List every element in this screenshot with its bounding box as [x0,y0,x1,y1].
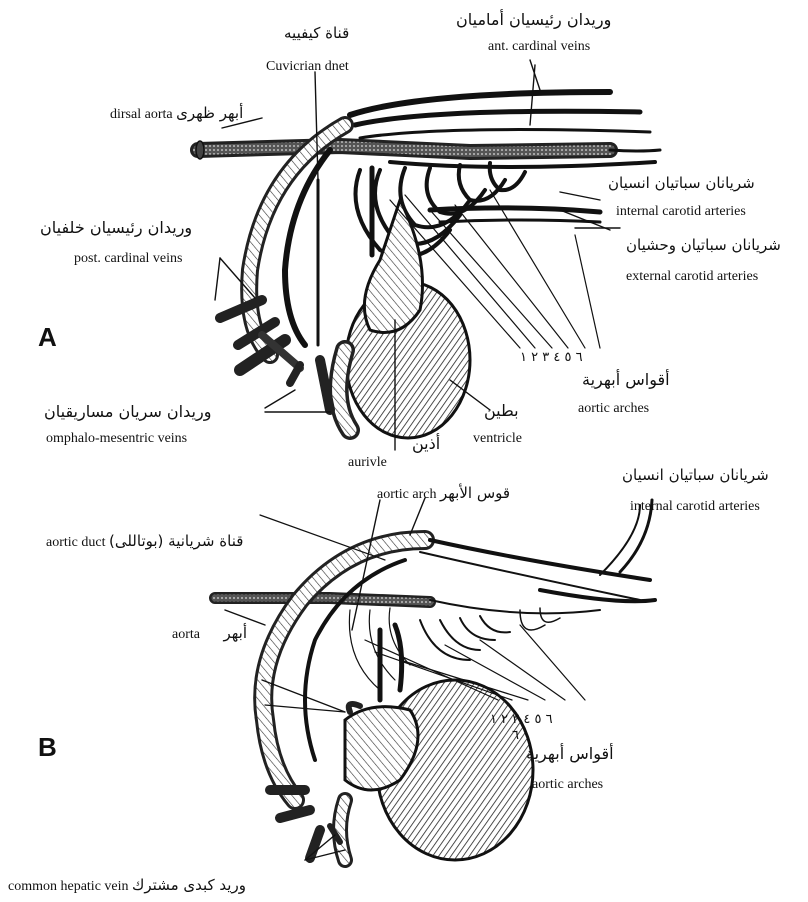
dorsal-aorta-label-ar: أبهر ظهرى [176,104,243,122]
cuvier-label-ar: قناة كيفييه [284,26,349,41]
aortic-duct-label-en: aortic duct [46,535,105,550]
panel-label-b: B [38,732,57,763]
omphalo-label-ar: وريدان سريان مساريقيان [44,404,211,420]
external-carotid-label-ar: شريانان سباتيان وحشيان [626,238,781,253]
aortic-arches-a-label-en: aortic arches [578,402,649,416]
hepatic-vein-label: common hepatic vein وريد كبدى مشترك [8,878,246,894]
aortic-arch-label: aortic arch قوس الأبهر [377,486,510,502]
ant-cardinal-label-ar: وريدان رئيسيان أماميان [456,12,611,28]
internal-carotid-b-label-en: internal carotid arteries [630,500,760,514]
aortic-arch-numbers-a: ٦ ٥ ٤ ٣ ٢ ١ [520,350,583,365]
aorta-label: aorta أبهر [172,626,247,642]
aortic-duct-label-ar: قناة شريانية (بوتاللى) [109,532,243,550]
panel-a-drawing [196,60,660,450]
aortic-arches-b-label-en: aortic arches [532,778,603,792]
hepatic-vein-label-en: common hepatic vein [8,879,129,894]
auricle-label-ar: أذين [412,436,440,452]
internal-carotid-a-label-ar: شريانان سباتيان انسيان [608,176,755,191]
aortic-arch-number-b-6: ٦ [512,728,519,743]
aortic-arches-a-label-ar: أقواس أبهرية [582,372,670,388]
dorsal-aorta-label: dirsal aorta أبهر ظهرى [110,106,243,122]
omphalo-label-en: omphalo-mesentric veins [46,432,187,446]
aortic-arches-b-label-ar: أقواس أبهرية [526,746,614,762]
dorsal-aorta-label-en: dirsal aorta [110,107,173,122]
aortic-duct-label: aortic duct قناة شريانية (بوتاللى) [46,534,243,550]
external-carotid-label-en: external carotid arteries [626,270,758,284]
internal-carotid-b-label-ar: شريانان سباتيان انسيان [622,468,769,483]
aortic-arch-label-ar: قوس الأبهر [440,484,510,502]
ventricle-label-en: ventricle [473,432,522,446]
aorta-label-ar: أبهر [223,624,247,642]
ant-cardinal-label-en: ant. cardinal veins [488,40,590,54]
aorta-label-en: aorta [172,627,200,642]
auricle-label-en: aurivle [348,456,387,470]
aortic-arch-label-en: aortic arch [377,487,436,502]
hepatic-vein-label-ar: وريد كبدى مشترك [132,876,246,894]
aortic-arch-numbers-b: ٦ ٥ ٤ ٣ ٢ ١ [490,712,553,727]
post-cardinal-label-en: post. cardinal veins [74,252,182,266]
internal-carotid-a-label-en: internal carotid arteries [616,205,746,219]
post-cardinal-label-ar: وريدان رئيسيان خلفيان [40,220,192,236]
panel-b-drawing [215,498,655,860]
panel-label-a: A [38,322,57,353]
cuvier-label-en: Cuvicrian dnet [266,60,349,74]
ventricle-label-ar: بطين [484,403,519,419]
